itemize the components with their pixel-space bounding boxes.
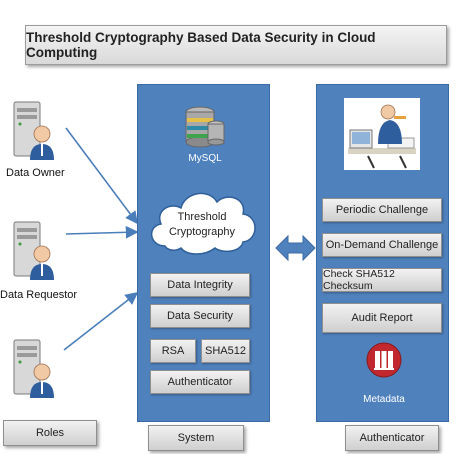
metadata-icon [366, 342, 402, 378]
role-label-data-requestor: Data Requestor [0, 289, 78, 301]
data-security-box: Data Security [150, 304, 250, 328]
role-label-data-owner: Data Owner [6, 167, 65, 179]
cloud-shape [143, 180, 261, 260]
role-third [10, 338, 60, 400]
rsa-box: RSA [150, 339, 196, 363]
periodic-challenge-box: Periodic Challenge [322, 198, 442, 222]
authenticator-box: Authenticator [150, 370, 250, 394]
role-data-requestor [10, 220, 60, 282]
diagram-title: Threshold Cryptography Based Data Securi… [25, 25, 447, 65]
audit-report-box: Audit Report [322, 303, 442, 333]
cloud-label: Threshold Cryptography [150, 210, 254, 240]
on-demand-challenge-box: On-Demand Challenge [322, 233, 442, 257]
footer-system-label: System [148, 425, 244, 451]
role-data-owner [10, 100, 60, 162]
server-user-icon [13, 339, 54, 398]
cloud-label-line-1: Threshold [177, 211, 227, 223]
arrow-role3-to-system [63, 292, 139, 351]
sha512-box: SHA512 [201, 339, 250, 363]
cloud-label-line-2: Cryptography [168, 226, 236, 238]
check-checksum-box: Check SHA512 Checksum [322, 268, 442, 292]
server-user-icon [13, 101, 54, 160]
footer-roles-label: Roles [3, 420, 97, 446]
arrow-requestor-to-system [65, 225, 139, 239]
arrow-owner-to-system [65, 127, 138, 225]
data-integrity-box: Data Integrity [150, 273, 250, 297]
mysql-label: MySQL [188, 153, 222, 164]
database-icon [182, 104, 228, 150]
double-arrow [275, 234, 316, 262]
footer-authenticator-label: Authenticator [345, 425, 439, 451]
server-user-icon [13, 221, 54, 280]
metadata-label: Metadata [363, 394, 405, 405]
auditor-person-icon [344, 98, 420, 170]
